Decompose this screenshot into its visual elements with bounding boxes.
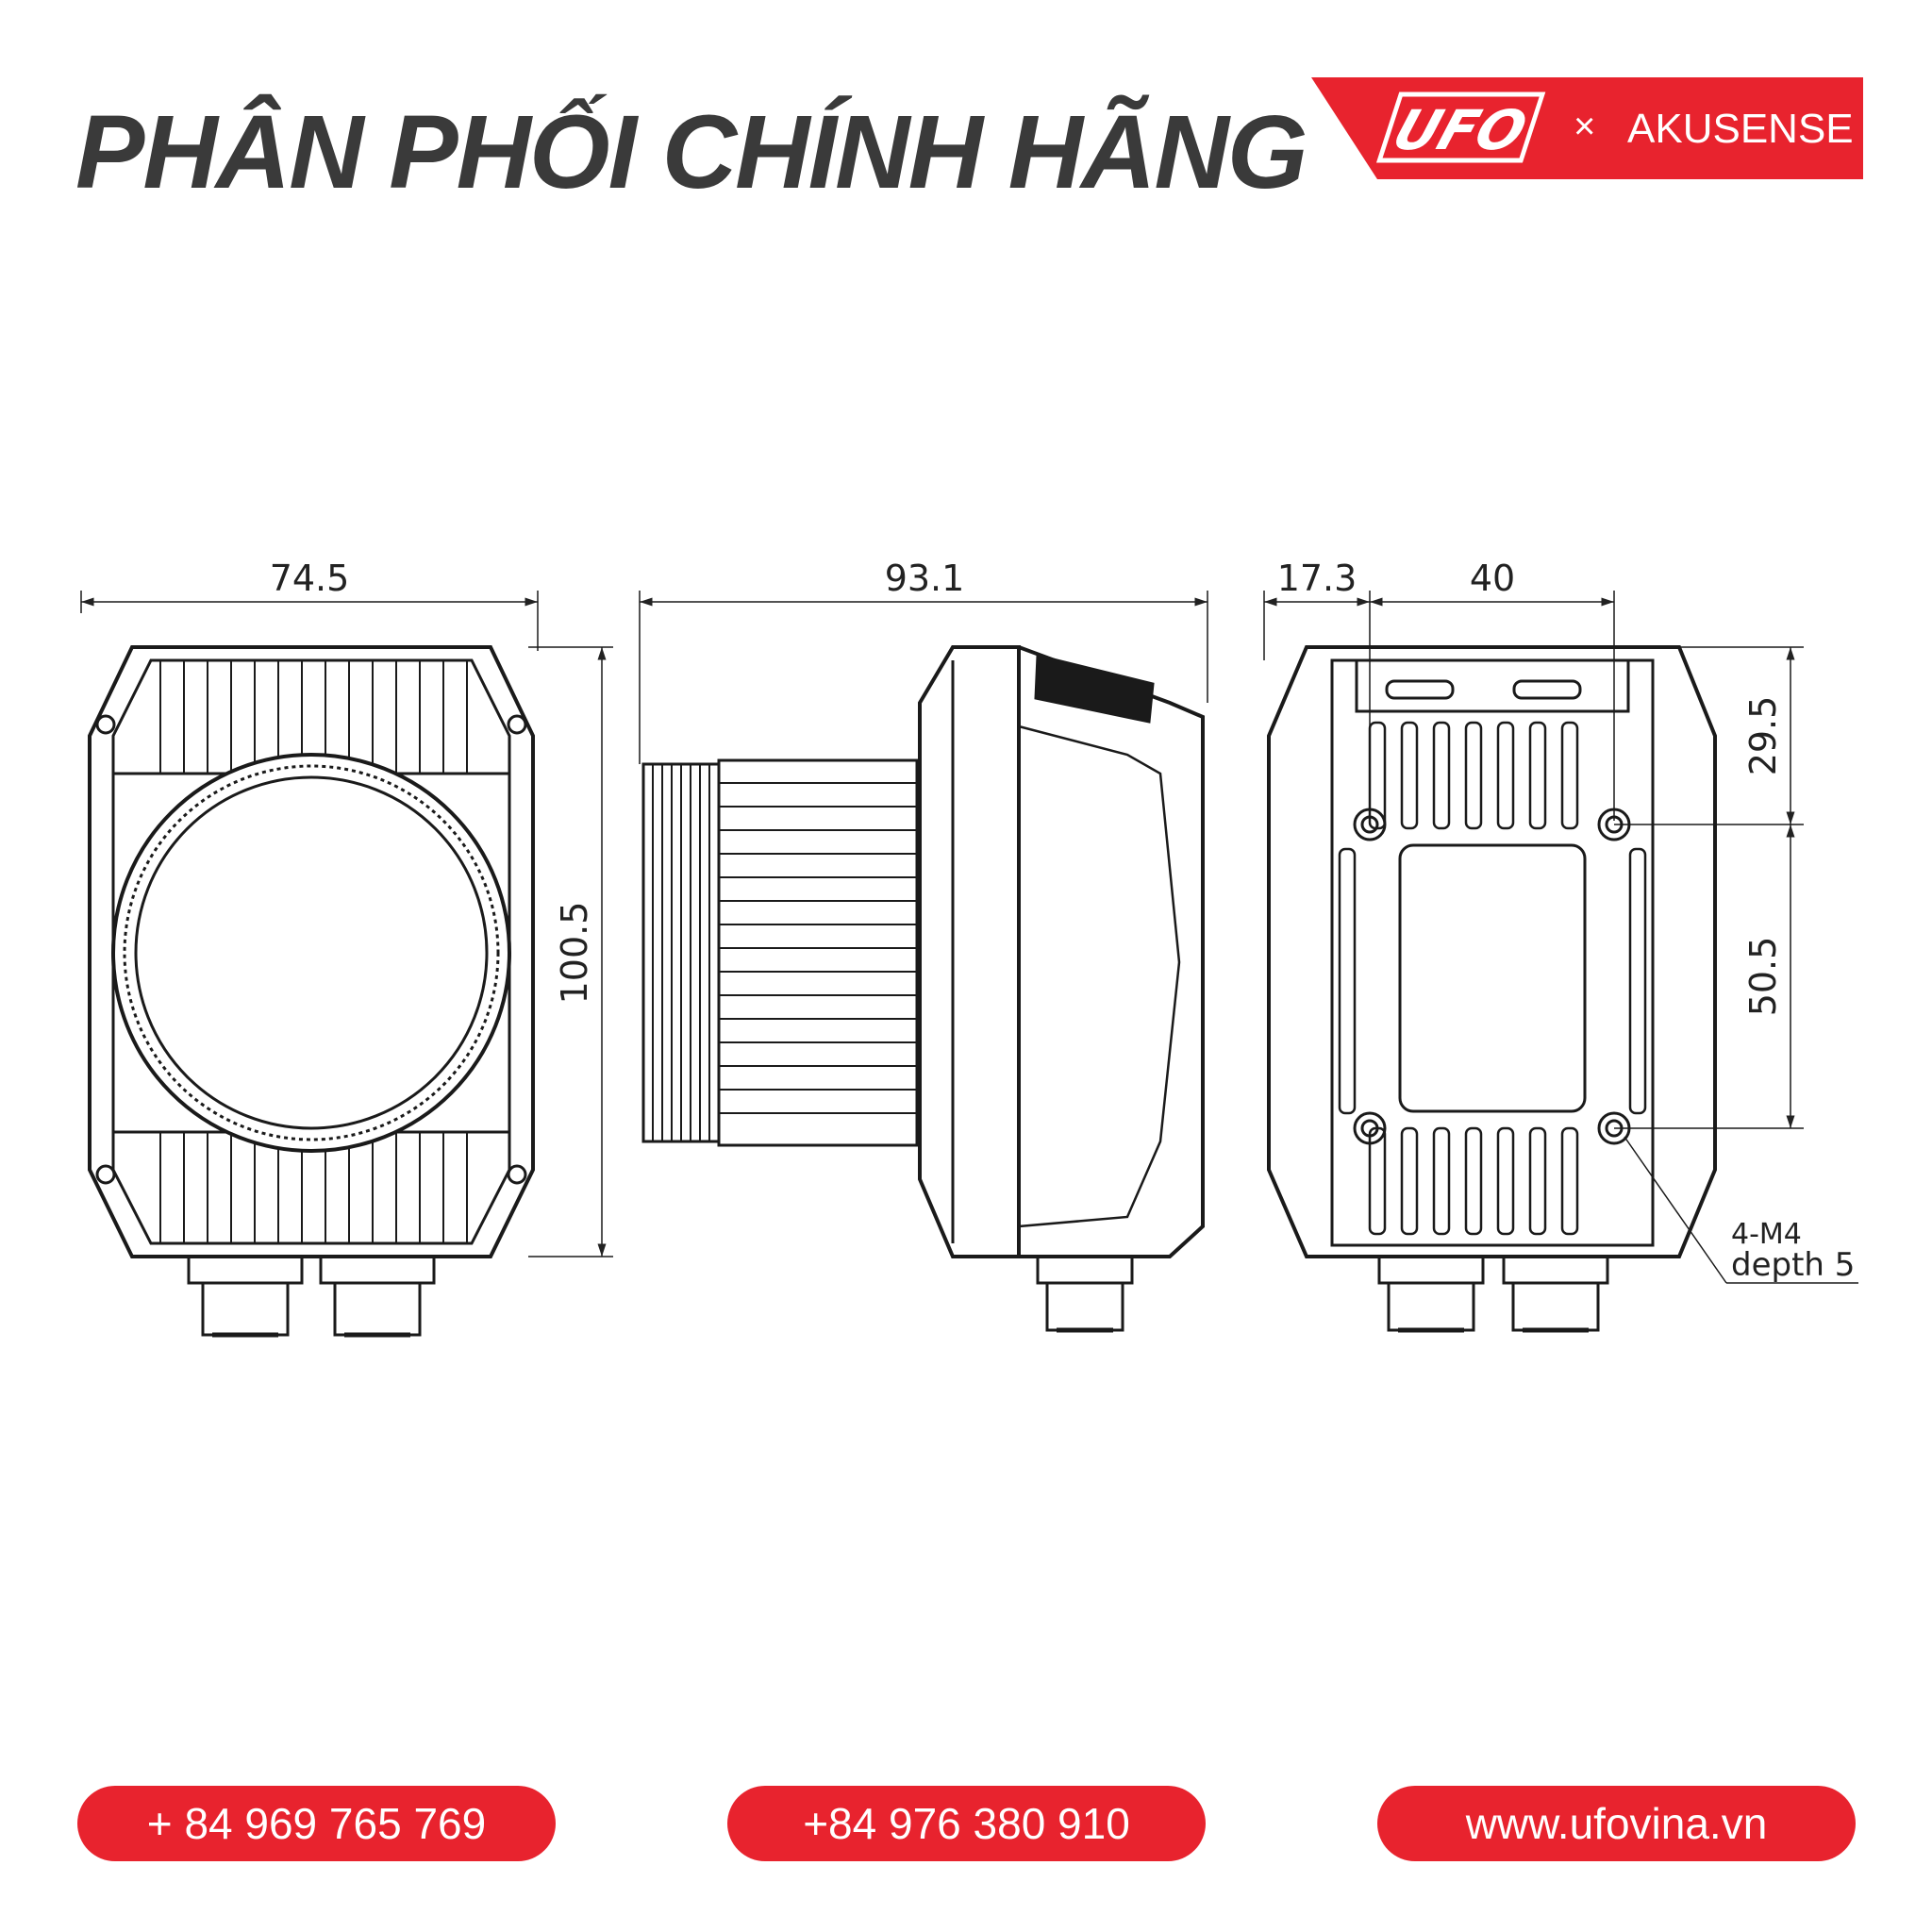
brand-banner: UFO — [1311, 77, 1863, 179]
phone-1-text: + 84 969 765 769 — [146, 1799, 487, 1848]
ufo-logo-text: UFO — [1385, 99, 1534, 162]
phone-2-badge[interactable]: +84 976 380 910 — [727, 1786, 1206, 1861]
phone-2-text: +84 976 380 910 — [803, 1799, 1130, 1848]
brand-partner: AKUSENSE — [1627, 106, 1854, 152]
side-view — [639, 591, 1208, 1333]
dim-back-hole-spacing-x: 40 — [1470, 558, 1515, 599]
website-badge[interactable]: www.ufovina.vn — [1377, 1786, 1856, 1861]
front-view — [80, 591, 613, 1338]
dim-front-width: 74.5 — [270, 558, 350, 599]
dim-back-hole-spacing-y: 50.5 — [1742, 937, 1784, 1017]
dim-back-top-offset: 29.5 — [1742, 696, 1784, 776]
dim-back-offset: 17.3 — [1277, 558, 1357, 599]
dim-front-height: 100.5 — [554, 902, 595, 1005]
brand-separator: × — [1574, 106, 1596, 147]
back-view — [1263, 591, 1858, 1333]
hole-spec-line2: depth 5 — [1731, 1246, 1855, 1284]
page-title: PHÂN PHỐI CHÍNH HÃNG — [75, 94, 1307, 210]
website-text: www.ufovina.vn — [1465, 1799, 1768, 1848]
ufo-logo: UFO — [1375, 92, 1546, 163]
hole-spec-line1: 4-M4 — [1731, 1218, 1802, 1251]
phone-1-badge[interactable]: + 84 969 765 769 — [77, 1786, 556, 1861]
dim-side-length: 93.1 — [885, 558, 965, 599]
